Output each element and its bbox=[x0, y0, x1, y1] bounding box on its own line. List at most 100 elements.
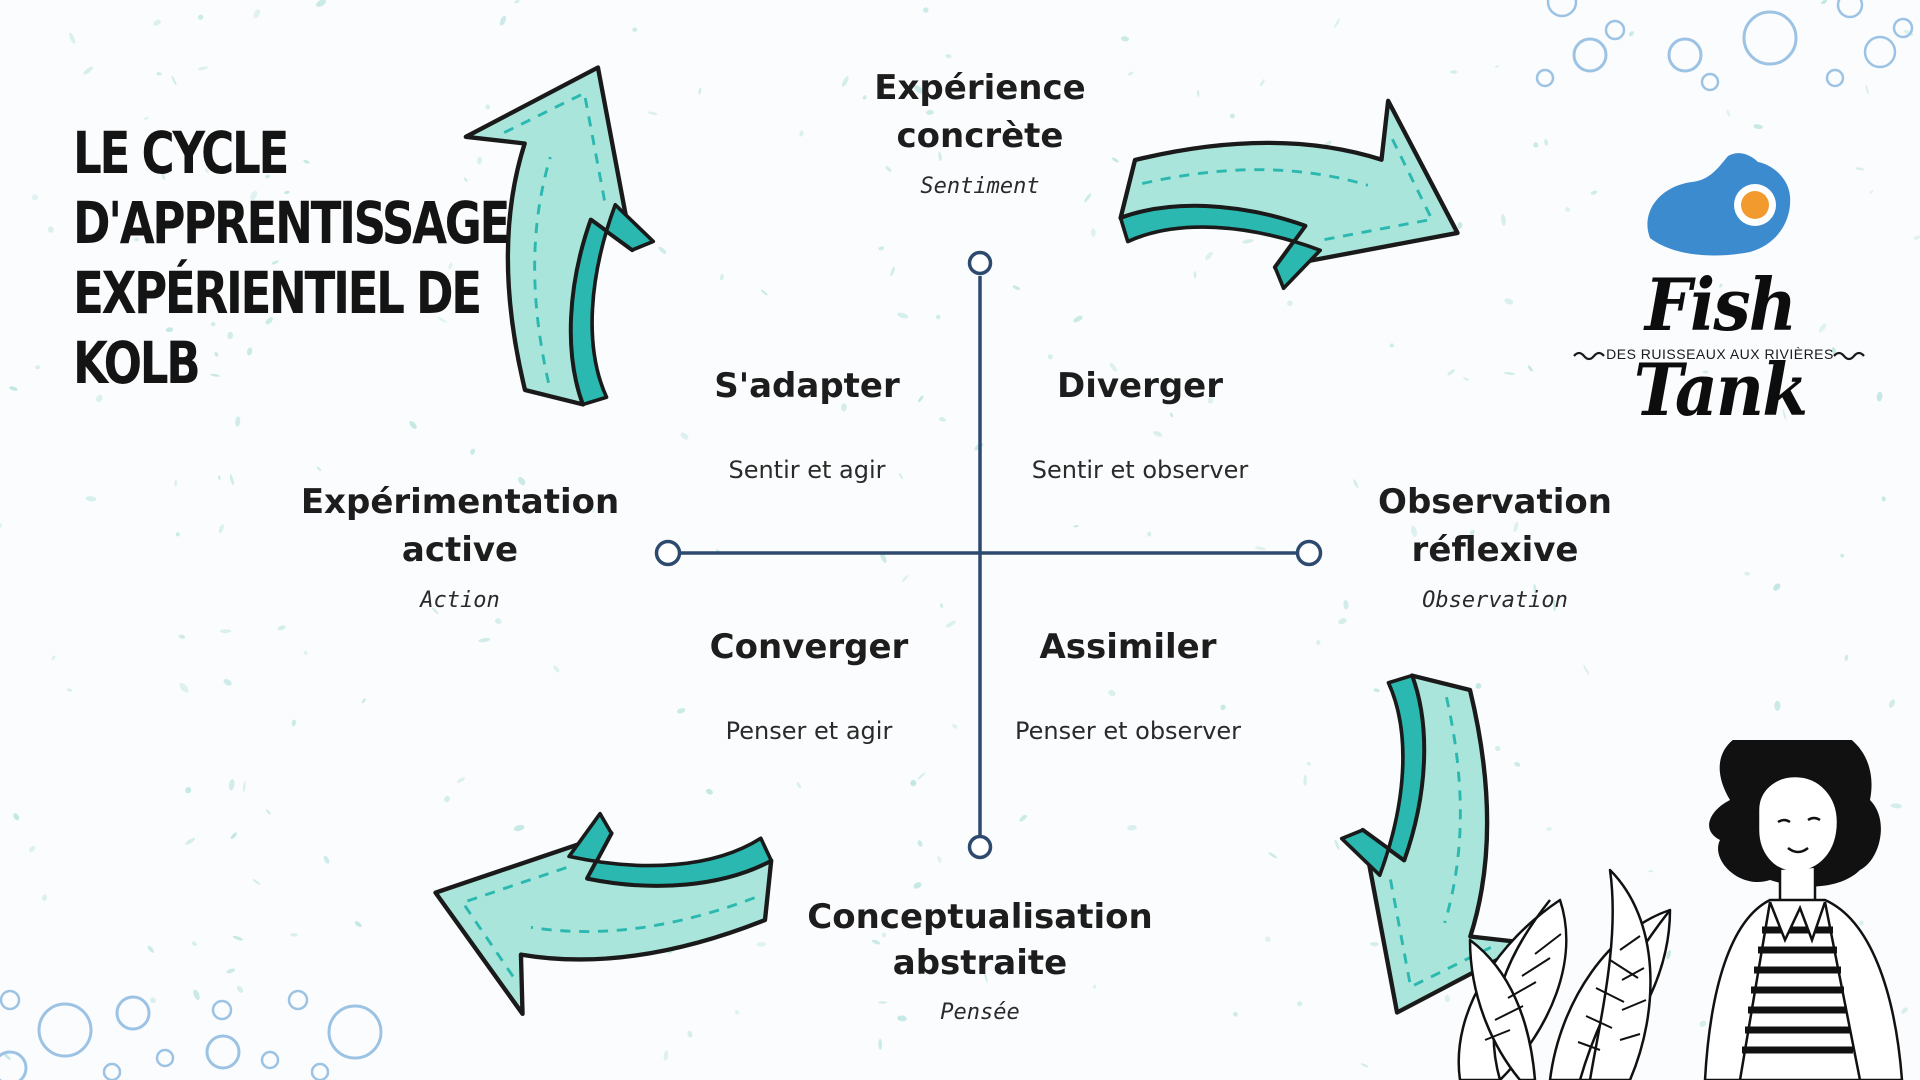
speckle bbox=[1334, 18, 1340, 28]
speckle bbox=[185, 787, 192, 794]
bubble-icon bbox=[327, 1004, 383, 1060]
speckle bbox=[841, 403, 847, 412]
pole-name-line: réflexive bbox=[1411, 530, 1579, 570]
speckle bbox=[1343, 600, 1349, 610]
speckle bbox=[1774, 700, 1781, 711]
speckle bbox=[1565, 207, 1571, 212]
speckle bbox=[265, 174, 270, 179]
speckle bbox=[1233, 1011, 1238, 1017]
speckle bbox=[1744, 571, 1751, 576]
speckle bbox=[1494, 745, 1501, 752]
speckle bbox=[1170, 412, 1173, 418]
speckle bbox=[760, 289, 768, 296]
speckle bbox=[901, 574, 909, 583]
fish-logo-icon bbox=[1647, 153, 1791, 256]
speckle bbox=[897, 1015, 907, 1022]
speckle bbox=[1457, 222, 1463, 229]
quadrant-converge: Converger Penser et agir bbox=[639, 627, 979, 745]
bubble-icon bbox=[0, 989, 21, 1011]
speckle bbox=[1109, 362, 1118, 372]
bubble-icon bbox=[115, 995, 151, 1031]
speckle bbox=[720, 273, 724, 281]
speckle bbox=[28, 846, 36, 853]
speckle bbox=[1268, 852, 1278, 859]
brand-tagline: DES RUISSEAUX AUX RIVIÈRES bbox=[1606, 346, 1834, 362]
speckle bbox=[923, 7, 929, 13]
speckle bbox=[1818, 323, 1827, 333]
pole-abstract-conceptualisation: Conceptualisation abstraite Pensée bbox=[780, 894, 1180, 1025]
speckle bbox=[938, 417, 946, 422]
speckle bbox=[553, 665, 560, 673]
speckle bbox=[1084, 193, 1092, 203]
speckle bbox=[323, 855, 330, 864]
pole-name-line: Expérience bbox=[874, 68, 1086, 108]
speckle bbox=[204, 168, 209, 173]
speckle bbox=[1254, 546, 1266, 551]
speckle bbox=[243, 781, 246, 793]
speckle bbox=[1753, 124, 1763, 130]
quadrant-assimilate: Assimiler Penser et observer bbox=[958, 627, 1298, 745]
speckle bbox=[178, 634, 186, 639]
quadrant-adapt: S'adapter Sentir et agir bbox=[637, 366, 977, 484]
speckle bbox=[85, 496, 97, 502]
pole-subtitle: Sentiment bbox=[920, 174, 1040, 199]
speckle bbox=[1859, 920, 1864, 926]
speckle bbox=[1865, 84, 1869, 95]
speckle bbox=[1726, 109, 1731, 117]
speckle bbox=[756, 941, 767, 947]
speckle bbox=[592, 507, 596, 513]
speckle bbox=[171, 75, 177, 86]
speckle bbox=[705, 788, 713, 795]
speckle bbox=[271, 260, 279, 265]
speckle bbox=[197, 14, 204, 20]
axis-endpoint-top bbox=[967, 250, 993, 276]
bubble-icon bbox=[1572, 37, 1608, 73]
speckle bbox=[1501, 214, 1506, 226]
speckle bbox=[926, 109, 934, 115]
speckle bbox=[174, 479, 177, 487]
speckle bbox=[1108, 690, 1116, 697]
speckle bbox=[658, 246, 667, 254]
speckle bbox=[156, 72, 162, 76]
speckle bbox=[1127, 71, 1134, 76]
speckle bbox=[1553, 599, 1556, 612]
speckle bbox=[1513, 521, 1519, 533]
speckle bbox=[687, 1030, 693, 1038]
speckle bbox=[9, 386, 18, 391]
speckle bbox=[1127, 824, 1137, 831]
speckle bbox=[1855, 167, 1865, 171]
speckle bbox=[1450, 70, 1458, 74]
speckle bbox=[1389, 343, 1394, 348]
speckle bbox=[13, 813, 20, 821]
speckle bbox=[291, 719, 296, 727]
speckle bbox=[648, 111, 658, 115]
speckle bbox=[680, 432, 689, 440]
speckle bbox=[871, 939, 881, 945]
speckle bbox=[1881, 496, 1886, 502]
speckle bbox=[1120, 36, 1130, 42]
speckle bbox=[250, 190, 258, 201]
speckle bbox=[3, 1053, 11, 1060]
speckle bbox=[477, 156, 482, 165]
pole-name-line: Conceptualisation bbox=[807, 897, 1153, 937]
bubble-icon bbox=[1825, 68, 1845, 88]
speckle bbox=[229, 474, 234, 486]
speckle bbox=[153, 19, 161, 26]
speckle bbox=[935, 314, 941, 320]
quadrant-name: S'adapter bbox=[714, 366, 900, 406]
speckle bbox=[1229, 113, 1235, 119]
speckle bbox=[518, 476, 526, 486]
speckle bbox=[862, 95, 867, 100]
speckle bbox=[1546, 826, 1552, 832]
speckle bbox=[1147, 531, 1152, 537]
speckle bbox=[890, 266, 895, 277]
speckle bbox=[1306, 762, 1311, 766]
speckle bbox=[478, 638, 491, 643]
cycle-arrow-icon bbox=[407, 740, 791, 1080]
speckle bbox=[882, 932, 887, 938]
speckle bbox=[1469, 529, 1475, 536]
speckle bbox=[284, 190, 290, 195]
speckle bbox=[1373, 688, 1380, 693]
speckle bbox=[1773, 583, 1781, 591]
speckle bbox=[914, 85, 924, 94]
